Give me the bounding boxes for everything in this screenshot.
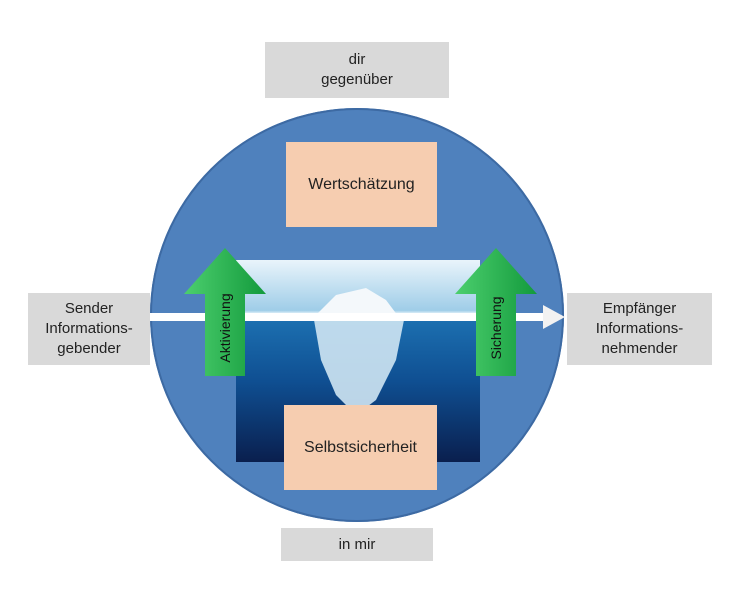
top-line-2: gegenüber: [321, 71, 393, 88]
arrowhead-icon: [543, 305, 565, 329]
label-dir-gegenueber: dir gegenüber: [265, 42, 449, 98]
up-arrow-icon: [184, 248, 266, 376]
box-selbstsicherheit: Selbstsicherheit: [284, 405, 437, 490]
arrow-sicherung: Sicherung: [455, 248, 537, 376]
iceberg-icon: [314, 288, 404, 415]
right-line-2: Informations-: [595, 320, 684, 337]
right-line-1: Empfänger: [602, 300, 677, 317]
aktivierung-label: Aktivierung: [217, 293, 233, 363]
iceberg-image: [236, 260, 480, 462]
up-arrow-icon: [455, 248, 537, 376]
right-line-3: nehmender: [601, 340, 678, 357]
arrow-aktivierung: Aktivierung: [184, 248, 266, 376]
left-line-2: Informations-: [45, 320, 133, 337]
sicherung-label: Sicherung: [488, 296, 504, 360]
left-line-3: gebender: [57, 340, 121, 357]
communication-line: [150, 313, 545, 321]
box-wertschaetzung: Wertschätzung: [286, 142, 437, 227]
label-in-mir: in mir: [281, 528, 433, 561]
left-line-1: Sender: [64, 300, 114, 317]
top-line-1: dir: [348, 51, 366, 68]
